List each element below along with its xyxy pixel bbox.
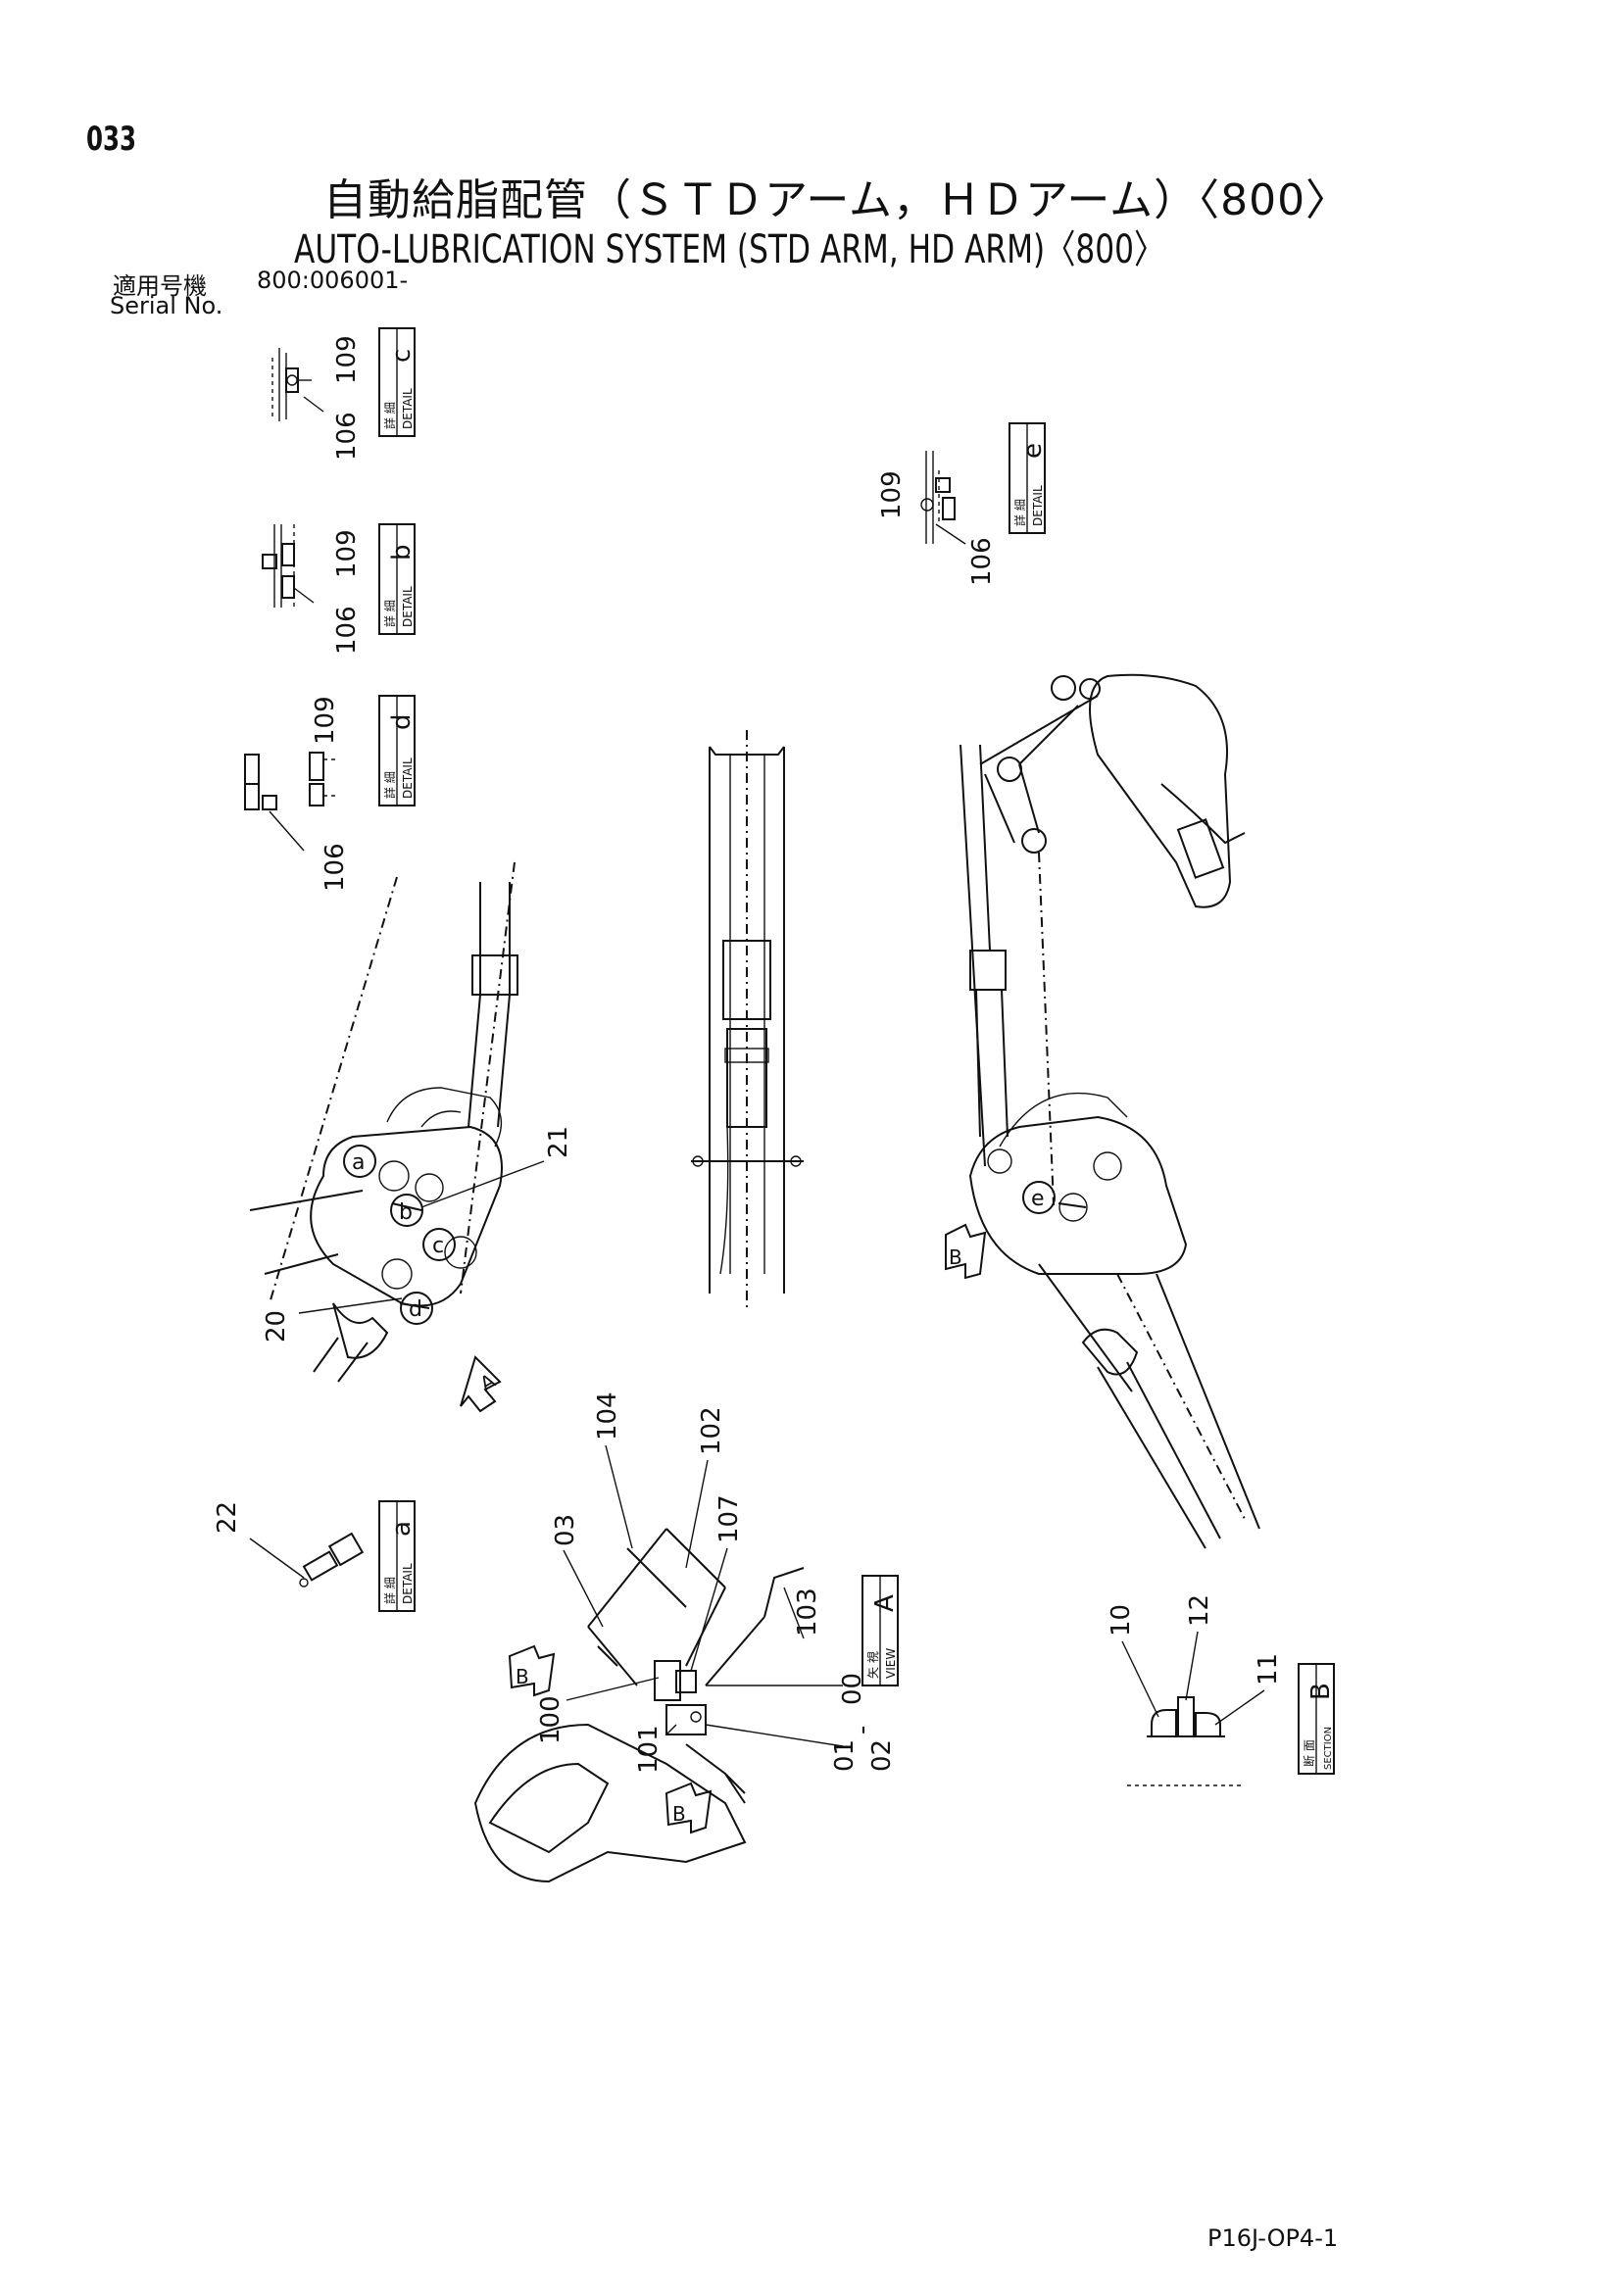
- arrow-b-label-3: B: [672, 1802, 686, 1826]
- callout-02: 02: [867, 1739, 897, 1772]
- detail-d-view: 109 106 詳 細 DETAIL d: [244, 695, 417, 892]
- detail-c-part-109: 109: [332, 335, 362, 384]
- callout-104: 104: [593, 1392, 622, 1441]
- section-b-letter: B: [1306, 1683, 1336, 1700]
- detail-e-label-ja: 詳 細: [1012, 499, 1027, 526]
- detail-e-letter: e: [1018, 443, 1048, 459]
- view-a-letter: A: [870, 1594, 900, 1612]
- serial-label-english: Serial No.: [110, 292, 223, 319]
- detail-a-view: 22 詳 細 DETAIL a: [213, 1500, 417, 1612]
- detail-c-label-en: DETAIL: [401, 388, 415, 429]
- section-b-label-en: SECTION: [1323, 1727, 1334, 1770]
- detail-a-label-ja: 詳 細: [382, 1577, 397, 1604]
- detail-e-label-en: DETAIL: [1031, 485, 1045, 526]
- detail-a-letter: a: [387, 1521, 417, 1537]
- view-a-label-en: VIEW: [884, 1648, 898, 1679]
- detail-b-part-109: 109: [332, 529, 362, 578]
- left-arm-assembly: a b c d 21 20 A: [249, 861, 573, 1413]
- detail-a-label-en: DETAIL: [401, 1563, 415, 1604]
- callout-102: 102: [697, 1406, 726, 1455]
- detail-b-view: 109 106 詳 細 DETAIL b: [262, 523, 417, 655]
- detail-d-part-106: 106: [320, 843, 350, 892]
- detail-d-label-ja: 詳 細: [382, 771, 397, 799]
- detail-b-part-106: 106: [332, 606, 362, 655]
- callout-100: 100: [536, 1695, 566, 1744]
- section-callout-12: 12: [1185, 1594, 1214, 1627]
- detail-b-letter: b: [387, 544, 417, 561]
- footer-code: P16J-OP4-1: [1207, 2224, 1339, 2252]
- detail-a-part-22: 22: [213, 1501, 242, 1534]
- detail-b-label-ja: 詳 細: [382, 600, 397, 627]
- detail-b-label-en: DETAIL: [401, 586, 415, 627]
- detail-d-label-en: DETAIL: [401, 757, 415, 799]
- callout-01: 01: [830, 1739, 860, 1772]
- circle-label-c: c: [432, 1234, 444, 1258]
- circle-label-a: a: [352, 1150, 365, 1175]
- callout-dash: -: [848, 1726, 877, 1734]
- callout-101: 101: [634, 1725, 664, 1774]
- section-callout-10: 10: [1107, 1604, 1136, 1637]
- callout-03: 03: [551, 1514, 580, 1546]
- detail-c-view: 109 106 詳 細 DETAIL c: [271, 327, 417, 461]
- detail-e-part-106: 106: [967, 537, 997, 586]
- section-b-assembly: 10 12 11 断 面 SECTION B: [1107, 1594, 1336, 1786]
- circle-label-e: e: [1031, 1187, 1045, 1211]
- detail-c-letter: c: [387, 349, 417, 363]
- callout-20: 20: [262, 1310, 291, 1343]
- section-callout-11: 11: [1254, 1653, 1283, 1685]
- arrow-b-label-2: B: [516, 1665, 529, 1688]
- title-japanese: 自動給脂配管（ＳＴＤアーム，ＨＤアーム）〈800〉: [323, 175, 1351, 225]
- arm-top-view: [691, 730, 804, 1308]
- callout-107: 107: [714, 1494, 744, 1543]
- serial-value: 800:006001-: [257, 267, 409, 294]
- callout-103: 103: [793, 1588, 822, 1637]
- arrow-a-label: A: [476, 1369, 500, 1396]
- arrow-b-label-1: B: [949, 1246, 962, 1269]
- circle-label-b: b: [399, 1200, 413, 1225]
- detail-d-part-109: 109: [311, 696, 340, 745]
- detail-d-letter: d: [387, 713, 417, 730]
- right-arm-assembly: e B: [945, 673, 1260, 1549]
- section-b-label-ja: 断 面: [1302, 1739, 1316, 1767]
- page-number: 033: [86, 120, 137, 159]
- callout-21: 21: [544, 1126, 573, 1158]
- view-a-label-ja: 矢 視: [865, 1651, 880, 1679]
- detail-c-part-106: 106: [332, 412, 362, 461]
- circle-label-d: d: [409, 1297, 422, 1322]
- title-english: AUTO-LUBRICATION SYSTEM (STD ARM, HD ARM…: [294, 227, 1165, 272]
- detail-e-view: 109 106 詳 細 DETAIL e: [877, 422, 1048, 586]
- serial-label-japanese: 適用号機: [113, 272, 207, 300]
- view-a-assembly: B B 104 102 03 107 103 00 100 101 01 - 0…: [473, 1392, 900, 1883]
- detail-e-part-109: 109: [877, 470, 907, 519]
- detail-c-label-ja: 詳 細: [382, 402, 397, 429]
